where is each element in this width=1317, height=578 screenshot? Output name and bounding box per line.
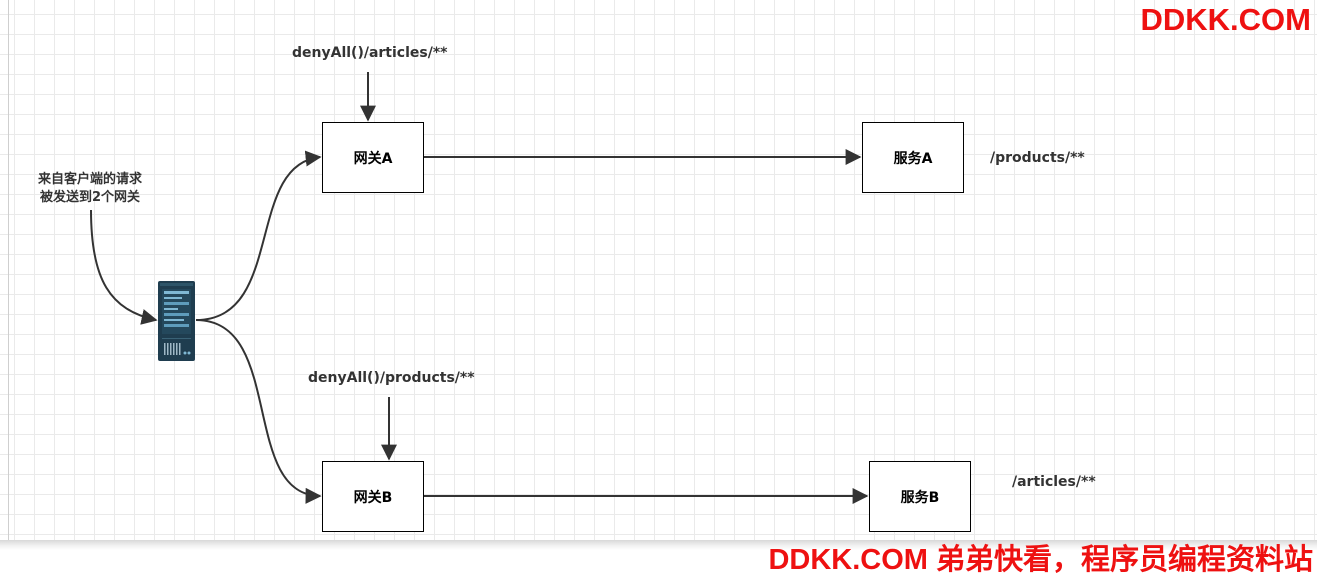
edge-server-to-gateway-a [195,150,322,321]
watermark-top: DDKK.COM [1140,2,1312,37]
gateway-b-rule-label: denyAll()/products/** [308,370,475,386]
gateway-a-label: 网关A [353,150,393,167]
service-b-node[interactable]: 服务B [869,461,971,532]
watermark-bottom: DDKK.COM 弟弟快看，程序员编程资料站 [768,544,1313,576]
service-a-path-label: /products/** [990,150,1085,166]
gateway-b-node[interactable]: 网关B [322,461,424,532]
edge-note-to-server [90,209,158,325]
client-note-line-1: 来自客户端的请求 [37,172,142,187]
service-a-node[interactable]: 服务A [862,122,964,193]
canvas-left-border [8,0,9,545]
gateway-a-rule-label: denyAll()/articles/** [292,45,448,61]
gateway-a-node[interactable]: 网关A [322,122,424,193]
service-b-label: 服务B [900,489,940,506]
canvas-bottom-bar [0,540,1317,571]
diagram-canvas [0,0,1317,545]
edges-layer [90,72,869,504]
gateway-b-label: 网关B [353,489,393,506]
edge-server-to-gateway-b [195,319,322,504]
client-note-line-2: 被发送到2个网关 [39,190,141,205]
server-icon[interactable] [158,281,195,361]
service-a-label: 服务A [893,150,933,167]
service-b-path-label: /articles/** [1012,474,1096,490]
client-request-note: 来自客户端的请求 被发送到2个网关 [18,171,162,207]
